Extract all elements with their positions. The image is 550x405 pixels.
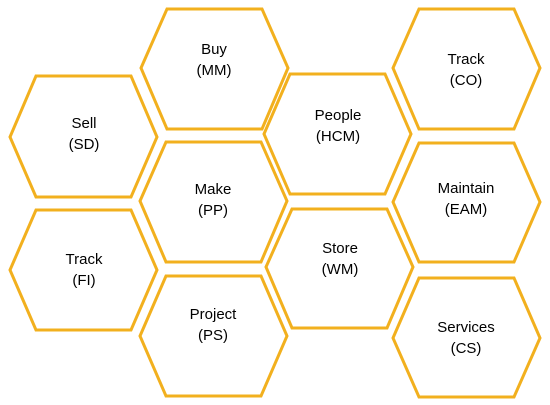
- hexagon-maintain-shape: [391, 141, 542, 264]
- hexagon-maintain-code: (EAM): [445, 201, 488, 218]
- hexagon-project-shape: [138, 274, 289, 398]
- hexagon-people-shape: [262, 72, 413, 196]
- hexagon-sell-code: (SD): [69, 136, 100, 153]
- hexagon-make-name: Make: [195, 181, 232, 198]
- hexagon-people: People (HCM): [262, 72, 413, 196]
- hexagon-services-code: (CS): [451, 340, 482, 357]
- hexagon-buy-shape: [139, 7, 290, 131]
- hexagon-sell-name: Sell: [71, 115, 96, 132]
- hexagon-track-co-code: (CO): [450, 72, 483, 89]
- hexagon-track-co: Track (CO): [391, 7, 542, 131]
- hexagon-buy: Buy (MM): [139, 7, 290, 131]
- hexagon-store-code: (WM): [322, 261, 359, 278]
- hexagon-maintain-name: Maintain: [438, 180, 495, 197]
- hexagon-store-shape: [264, 207, 415, 330]
- hexagon-maintain: Maintain (EAM): [391, 141, 542, 264]
- hexagon-make-shape: [138, 140, 289, 264]
- hexagon-store-name: Store: [322, 240, 358, 257]
- hexagon-sell-shape: [8, 74, 159, 199]
- hexagon-project: Project (PS): [138, 274, 289, 398]
- hexagon-track-fi-name: Track: [66, 251, 103, 268]
- hexagon-make: Make (PP): [138, 140, 289, 264]
- hexagon-track-fi-shape: [8, 208, 159, 332]
- hexagon-track-co-shape: [391, 7, 542, 131]
- hexagon-track-fi: Track (FI): [8, 208, 159, 332]
- hexagon-project-name: Project: [190, 306, 238, 323]
- hexagon-track-co-name: Track: [448, 51, 485, 68]
- hexagon-track-fi-code: (FI): [72, 272, 95, 289]
- hexagon-store: Store (WM): [264, 207, 415, 330]
- hexagon-services-shape: [391, 276, 542, 399]
- hexagon-people-code: (HCM): [316, 128, 360, 145]
- hexagon-buy-code: (MM): [197, 62, 232, 79]
- hexagon-buy-name: Buy: [201, 41, 227, 58]
- hexagon-people-name: People: [315, 107, 362, 124]
- hexagon-services-name: Services: [437, 319, 495, 336]
- hexagon-project-code: (PS): [198, 327, 228, 344]
- hexagon-sell: Sell (SD): [8, 74, 159, 199]
- hexagon-services: Services (CS): [391, 276, 542, 399]
- hexagon-make-code: (PP): [198, 202, 228, 219]
